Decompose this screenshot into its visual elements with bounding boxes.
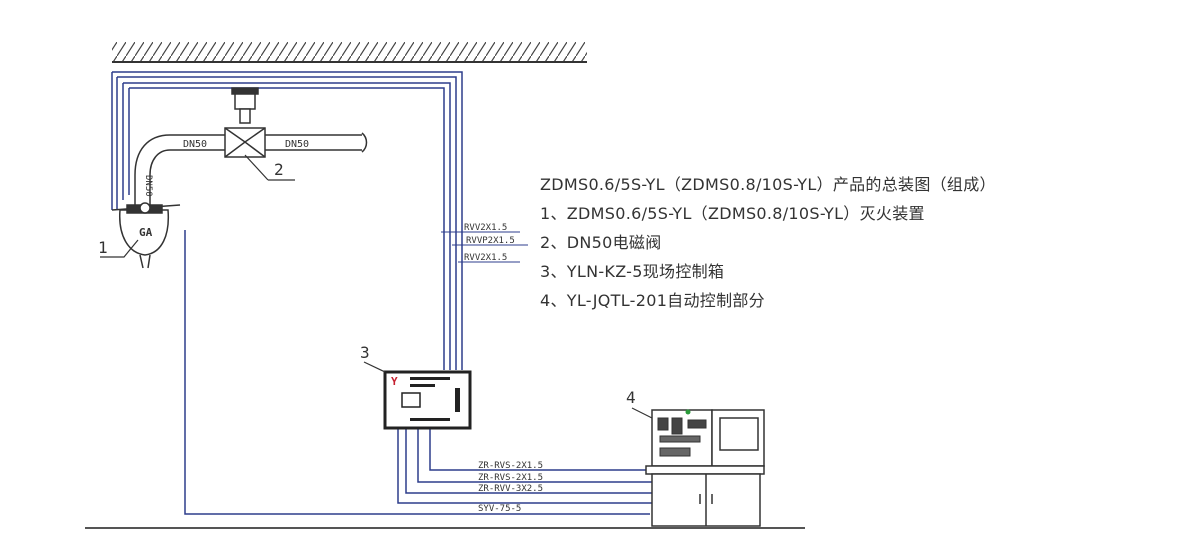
legend-item: 4、YL-JQTL-201自动控制部分: [540, 291, 765, 310]
legend-item: 3、YLN-KZ-5现场控制箱: [540, 262, 725, 281]
cable-label-upper-3: RVV2X1.5: [464, 253, 507, 263]
callout-leaders: [100, 154, 653, 419]
pipe-label-right: DN50: [285, 139, 309, 150]
legend: ZDMS0.6/5S-YL（ZDMS0.8/10S-YL）产品的总装图（组成） …: [540, 170, 1160, 315]
cable-label-lower-1: ZR-RVS-2X1.5: [478, 461, 543, 471]
device-label: GA: [139, 226, 153, 239]
extinguisher-device: [111, 202, 181, 269]
legend-item: 1、ZDMS0.6/5S-YL（ZDMS0.8/10S-YL）灭火装置: [540, 204, 925, 223]
pipe-label-left: DN50: [183, 139, 207, 150]
ceiling: [112, 42, 587, 63]
box-logo: Y: [391, 375, 398, 388]
solenoid-valve: [224, 87, 266, 158]
field-control-box: [383, 370, 472, 430]
upper-cable-labels: [441, 231, 528, 263]
auto-control-cabinet: [645, 409, 765, 527]
wire-bundle: [111, 71, 652, 515]
cable-label-lower-3: ZR-RVV-3X2.5: [478, 484, 543, 494]
legend-item: 2、DN50电磁阀: [540, 233, 662, 252]
callout-4: 4: [626, 388, 636, 407]
cable-label-lower-4: SYV-75-5: [478, 504, 521, 514]
dn50-pipe: [134, 132, 368, 205]
legend-title: ZDMS0.6/5S-YL（ZDMS0.8/10S-YL）产品的总装图（组成）: [540, 175, 996, 194]
callout-2: 2: [274, 160, 284, 179]
cable-label-lower-2: ZR-RVS-2X1.5: [478, 473, 543, 483]
cable-label-upper-2: RVVP2X1.5: [466, 236, 515, 246]
cable-label-upper-1: RVV2X1.5: [464, 223, 507, 233]
callout-1: 1: [98, 238, 108, 257]
callout-3: 3: [360, 343, 370, 362]
pipe-label-vertical: DN50: [143, 175, 153, 197]
